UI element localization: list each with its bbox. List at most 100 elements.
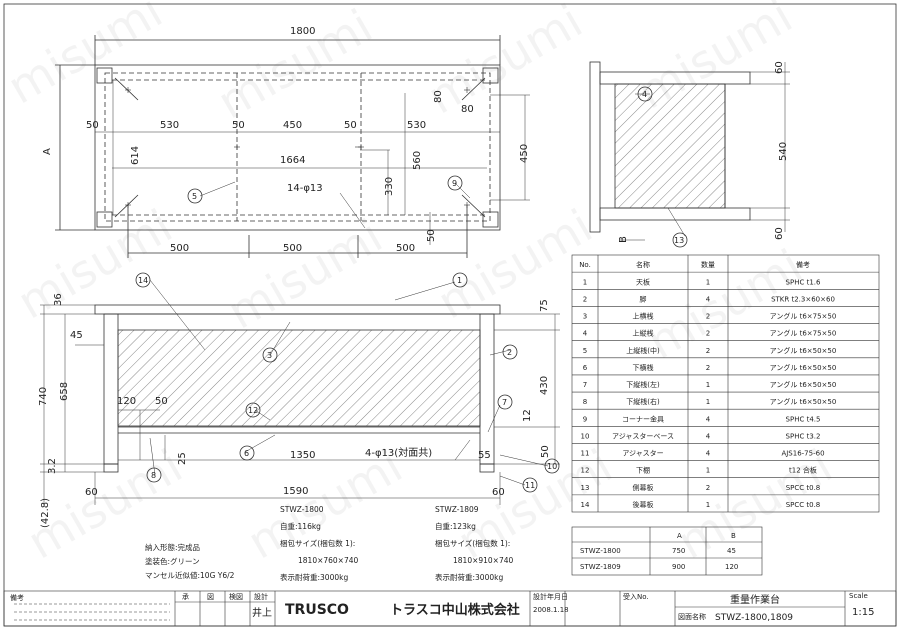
parts-table-cell: 2 xyxy=(706,484,710,492)
note-model-b-weight: 自重:123kg xyxy=(435,521,476,531)
svg-text:misumi: misumi xyxy=(419,0,592,125)
parts-table-cell: 10 xyxy=(581,432,590,440)
size-table-text: A B STWZ-1800 750 45 STWZ-1809 900 120 xyxy=(580,532,738,571)
front-view-dims: 36 45 740 658 3.2 60 (42.8) 120 50 25 13… xyxy=(38,276,557,528)
parts-table-cell: アングル t6×75×50 xyxy=(770,329,837,338)
parts-header-cell: 備考 xyxy=(796,260,810,269)
parts-table-cell: 4 xyxy=(706,432,711,440)
dim-50-a: 50 xyxy=(155,396,168,407)
dim-bottom-3: 500 xyxy=(396,243,415,254)
parts-table-cell: 1 xyxy=(706,398,710,406)
balloon-14: 14 xyxy=(138,276,148,285)
note-model-b-load: 表示耐荷重:3000kg xyxy=(435,572,503,582)
dim-42-8: (42.8) xyxy=(40,498,51,528)
balloon-1: 1 xyxy=(457,276,462,285)
parts-table-cell: アングル t6×50×50 xyxy=(770,346,837,355)
dim-25: 25 xyxy=(177,452,188,465)
note-munsell: マンセル近似値:10G Y6/2 xyxy=(145,570,235,580)
note-model-a-load: 表示耐荷重:3000kg xyxy=(280,572,348,582)
dim-36: 36 xyxy=(53,293,64,306)
dim-80b: 80 xyxy=(461,104,474,115)
dim-seg-3: 50 xyxy=(232,120,245,131)
balloon-11: 11 xyxy=(525,481,535,490)
parts-table-cell: SPCC t0.8 xyxy=(786,484,821,492)
size-row-2-b: 120 xyxy=(725,563,738,571)
parts-table-cell: 7 xyxy=(583,381,587,389)
parts-table-cell: 2 xyxy=(706,347,710,355)
note-model-a-pack: 梱包サイズ(梱包数 1): xyxy=(280,538,355,548)
parts-table-cell: 下縦桟(右) xyxy=(626,397,660,406)
dim-330: 330 xyxy=(384,177,395,196)
size-header-b: B xyxy=(731,532,736,540)
parts-table-cell: 3 xyxy=(583,313,587,321)
note-model-a: STWZ-1800 xyxy=(280,505,324,514)
parts-table-cell: アングル t6×50×50 xyxy=(770,397,837,406)
parts-table-cell: 側幕板 xyxy=(633,483,654,492)
parts-table-cell: 2 xyxy=(706,330,710,338)
tb-date-label: 設計年月日 xyxy=(533,592,568,601)
parts-header-cell: No. xyxy=(579,261,591,269)
dim-50-b: 50 xyxy=(540,445,551,458)
parts-table-cell: 上横桟 xyxy=(633,312,654,321)
dim-overall-width: 1800 xyxy=(290,26,315,37)
parts-header-cell: 名称 xyxy=(636,260,650,269)
size-row-1-a: 750 xyxy=(672,547,685,555)
tb-receive: 受入No. xyxy=(623,592,649,601)
parts-table-cell: アジャスターベース xyxy=(612,431,674,440)
note-delivery: 納入形態:完成品 xyxy=(145,542,200,552)
dim-bottom-2: 500 xyxy=(283,243,302,254)
parts-table-cell: 1 xyxy=(583,278,587,286)
parts-table-cell: 5 xyxy=(583,347,587,355)
tb-sho: 承 xyxy=(182,592,189,601)
svg-text:misumi: misumi xyxy=(0,0,171,115)
dim-430: 430 xyxy=(539,376,550,395)
parts-table-cell: 4 xyxy=(706,295,711,303)
parts-table-cell: 下横桟 xyxy=(633,363,654,372)
dim-55: 55 xyxy=(478,450,491,461)
dim-1350: 1350 xyxy=(290,450,315,461)
parts-table-cell: t12 合板 xyxy=(789,466,817,475)
tb-design: 設計 xyxy=(254,592,268,601)
spec-notes: 納入形態:完成品 塗装色:グリーン マンセル近似値:10G Y6/2 STWZ-… xyxy=(145,505,514,582)
size-row-2-a: 900 xyxy=(672,563,685,571)
tb-title: 重量作業台 xyxy=(730,593,780,606)
holes-note: 4-φ13(対面共) xyxy=(365,446,432,459)
dim-seg-1: 50 xyxy=(86,120,99,131)
note-model-a-pack-size: 1810×760×740 xyxy=(298,556,359,565)
parts-table-cell: 2 xyxy=(706,364,710,372)
parts-table-cell: アングル t6×50×50 xyxy=(770,380,837,389)
parts-table-cell: 下縦桟(左) xyxy=(626,380,660,389)
parts-table-cell: 1 xyxy=(706,501,710,509)
parts-table-cell: 脚 xyxy=(640,294,647,303)
parts-table-cell: 14 xyxy=(581,501,590,509)
parts-table xyxy=(571,254,880,513)
dim-45: 45 xyxy=(70,330,83,341)
dim-450: 450 xyxy=(519,144,530,163)
tb-zu: 図 xyxy=(207,593,214,601)
parts-table-cell: SPHC t1.6 xyxy=(786,278,821,286)
side-view xyxy=(589,61,790,248)
parts-table-cell: 天板 xyxy=(636,277,650,286)
dim-seg-4: 450 xyxy=(283,120,302,131)
tb-drawing-no: STWZ-1800,1809 xyxy=(715,613,793,623)
parts-table-cell: 2 xyxy=(706,313,710,321)
parts-table-cell: 4 xyxy=(706,450,711,458)
dim-60-right: 60 xyxy=(492,487,505,498)
dim-holes: 14-φ13 xyxy=(287,183,323,194)
parts-table-cell: 4 xyxy=(583,330,588,338)
title-block-text: 備考 承 図 検図 設計 井上 TRUSCO トラスコ中山株式会社 設計年月日 … xyxy=(10,592,874,623)
size-row-2-model: STWZ-1809 xyxy=(580,563,621,571)
balloon-5: 5 xyxy=(192,192,197,201)
dim-depth-a: A xyxy=(42,148,53,155)
parts-table-cell: 1 xyxy=(706,278,710,286)
front-view xyxy=(40,272,560,505)
parts-table-cell: 4 xyxy=(706,415,711,423)
parts-table-cell: AJS16-75-60 xyxy=(781,450,824,458)
dim-b: B xyxy=(618,236,629,243)
balloon-13: 13 xyxy=(674,236,684,245)
svg-text:misumi: misumi xyxy=(429,199,602,330)
balloon-4: 4 xyxy=(642,90,647,99)
dim-60-top: 60 xyxy=(774,61,785,74)
size-table xyxy=(571,526,763,576)
size-header-a: A xyxy=(677,532,682,540)
